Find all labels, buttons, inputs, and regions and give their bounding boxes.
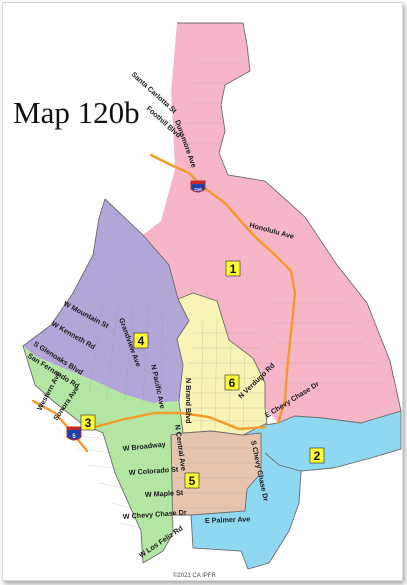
- svg-text:6: 6: [229, 376, 236, 390]
- district-3-label: 3: [80, 414, 96, 431]
- map-title: Map 120b: [13, 95, 140, 130]
- svg-text:3: 3: [85, 416, 92, 430]
- freeway-134: [93, 411, 267, 431]
- shield-5-label: 5: [72, 434, 76, 440]
- district-2-label: 2: [309, 447, 325, 464]
- district-map: 210 5 Santa Carlotta St Foothill Blvd Du…: [22, 22, 402, 579]
- svg-text:5: 5: [189, 474, 196, 488]
- district-5-area: [171, 431, 261, 515]
- district-4-area: [23, 199, 189, 403]
- district-6-area: [177, 293, 267, 435]
- street-w-colorado: W Colorado St: [129, 465, 180, 477]
- map-frame: 210 5 Santa Carlotta St Foothill Blvd Du…: [2, 2, 403, 581]
- svg-text:2: 2: [314, 449, 321, 463]
- street-w-maple: W Maple St: [145, 488, 184, 499]
- freeway-210: [149, 153, 297, 425]
- street-e-palmer: E Palmer Ave: [205, 514, 251, 525]
- svg-text:1: 1: [230, 262, 237, 276]
- map-credit: ©2021 CA IPFR: [173, 572, 216, 579]
- freeway-5: [31, 399, 89, 453]
- shield-210-label: 210: [194, 187, 202, 192]
- street-w-chevy-chase: W Chevy Chase Dr: [123, 508, 188, 521]
- street-n-brand: N Brand Blvd: [184, 378, 193, 424]
- district-6-label: 6: [224, 374, 240, 391]
- street-w-broadway: W Broadway: [122, 440, 166, 453]
- district-1-label: 1: [225, 260, 241, 277]
- interstate-210-shield-icon: 210: [190, 180, 206, 193]
- district-boundaries: [22, 22, 402, 570]
- district-2-area: [265, 411, 401, 471]
- district-5-label: 5: [184, 472, 200, 489]
- street-grid: [62, 62, 383, 530]
- district-2-south-area: [191, 423, 301, 569]
- interstate-5-shield-icon: 5: [66, 426, 82, 441]
- svg-text:4: 4: [138, 334, 145, 348]
- district-labels: 1 2 3 4 5 6: [80, 260, 325, 489]
- freeways: [31, 153, 297, 453]
- district-4-label: 4: [133, 332, 149, 349]
